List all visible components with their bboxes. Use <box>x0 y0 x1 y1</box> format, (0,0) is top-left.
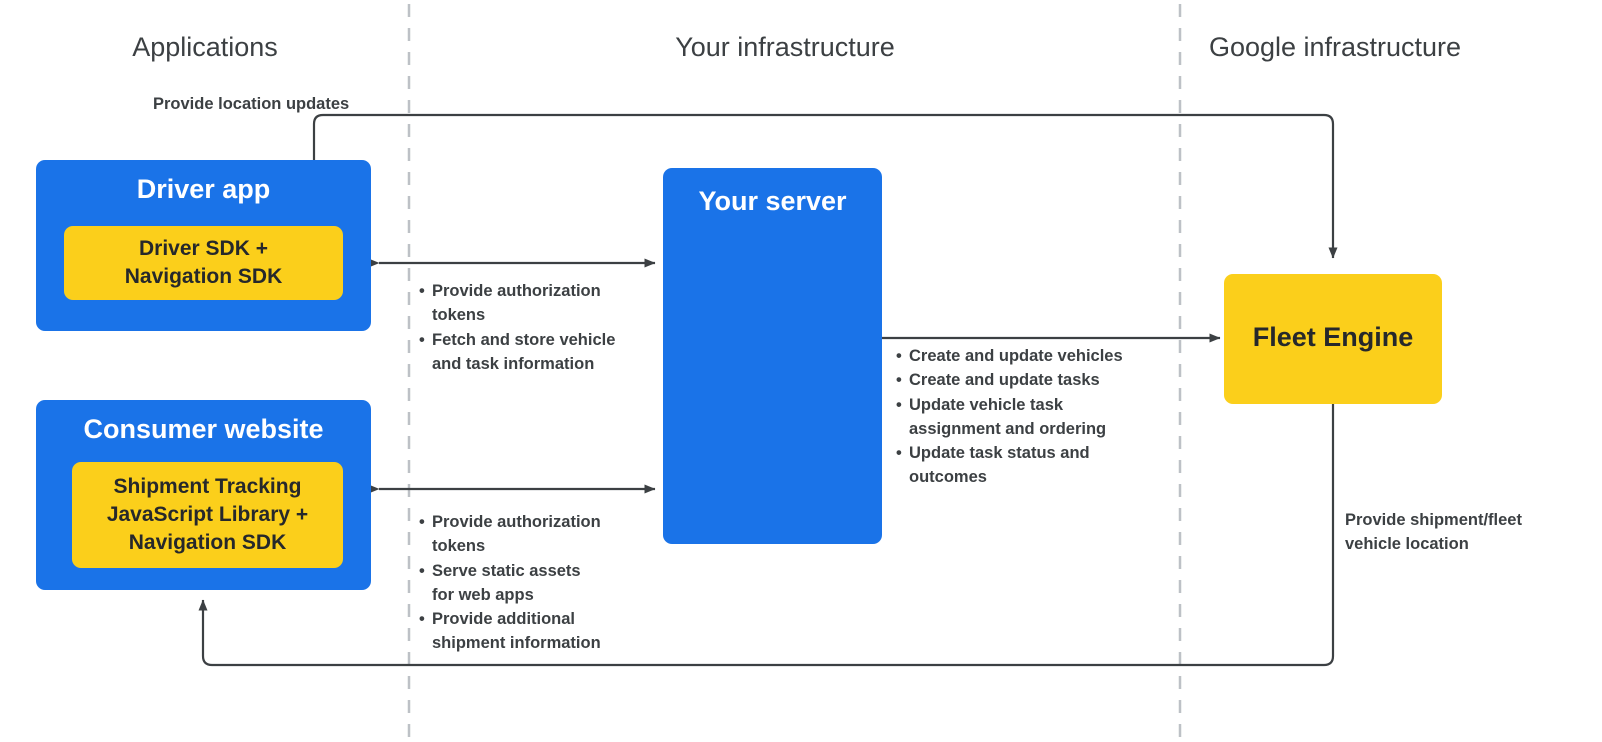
bullet-item: Create and update tasks <box>896 368 1166 393</box>
node-consumer-website-title: Consumer website <box>83 414 324 444</box>
bullet-line: assignment and ordering <box>909 419 1107 438</box>
bullet-line: for web apps <box>432 585 534 604</box>
bullet-line: Create and update vehicles <box>909 347 1123 365</box>
bullet-line: Provide authorization <box>432 282 601 300</box>
connector-driver-to-fleet-engine <box>312 113 1338 259</box>
bullet-line: Provide authorization <box>432 513 601 531</box>
node-driver-app[interactable]: Driver app Driver SDK + Navigation SDK <box>36 160 371 331</box>
node-driver-sdk-line1: Driver SDK + <box>139 237 268 261</box>
annotation-driver-server-bullets: Provide authorization tokens Fetch and s… <box>419 279 664 376</box>
bullet-item: Provide authorization tokens <box>419 510 664 559</box>
bullet-item: Update task status and outcomes <box>896 441 1166 490</box>
bullet-line: Provide additional <box>432 610 576 628</box>
bullet-line: tokens <box>432 537 486 556</box>
bullet-item: Provide additional shipment information <box>419 607 664 656</box>
bullet-line: tokens <box>432 306 486 325</box>
annotation-server-fleet-bullets: Create and update vehicles Create and up… <box>896 344 1166 490</box>
bullet-line: Update vehicle task <box>909 395 1064 414</box>
annotation-provide-shipment-fleet-location: Provide shipment/fleet vehicle location <box>1345 508 1590 557</box>
node-shipment-tracking-line3: Navigation SDK <box>128 530 287 554</box>
node-fleet-engine-title: Fleet Engine <box>1252 322 1414 352</box>
bullet-line: and task information <box>432 354 595 373</box>
zone-header-google-infrastructure: Google infrastructure <box>1208 32 1462 62</box>
node-your-server-title: Your server <box>698 186 847 216</box>
bullet-line: Serve static assets <box>432 561 581 580</box>
node-shipment-tracking-line1: Shipment Tracking <box>113 475 302 499</box>
bullet-line: shipment information <box>432 634 601 653</box>
bullet-line: Create and update tasks <box>909 371 1100 390</box>
bullet-item: Update vehicle task assignment and order… <box>896 393 1166 442</box>
node-driver-sdk-line2: Navigation SDK <box>124 265 283 288</box>
zone-header-your-infrastructure: Your infrastructure <box>675 32 895 62</box>
annotation-consumer-server-bullets: Provide authorization tokens Serve stati… <box>419 510 664 656</box>
bullet-item: Create and update vehicles <box>896 344 1166 369</box>
connector-fleet-engine-to-consumer-website <box>198 404 1335 667</box>
zone-header-applications: Applications <box>132 32 278 62</box>
bullet-line: outcomes <box>909 468 987 487</box>
node-shipment-tracking-line2: JavaScript Library + <box>106 503 309 527</box>
bullet-item: Provide authorization tokens <box>419 279 664 328</box>
node-driver-app-title: Driver app <box>136 174 271 204</box>
node-your-server[interactable]: Your server <box>663 168 882 544</box>
node-consumer-website[interactable]: Consumer website Shipment Tracking JavaS… <box>36 400 371 590</box>
annotation-provide-location-updates: Provide location updates <box>153 95 350 113</box>
node-shipment-tracking-library[interactable]: Shipment Tracking JavaScript Library + N… <box>72 462 343 568</box>
bullet-item: Serve static assets for web apps <box>419 559 664 608</box>
annotation-line: Provide shipment/fleet <box>1345 511 1522 529</box>
node-fleet-engine[interactable]: Fleet Engine <box>1224 274 1442 404</box>
node-driver-sdk[interactable]: Driver SDK + Navigation SDK <box>64 226 343 300</box>
bullet-line: Fetch and store vehicle <box>432 330 616 349</box>
bullet-item: Fetch and store vehicle and task informa… <box>419 328 664 377</box>
bullet-line: Update task status and <box>909 444 1090 462</box>
annotation-line: vehicle location <box>1345 535 1469 554</box>
